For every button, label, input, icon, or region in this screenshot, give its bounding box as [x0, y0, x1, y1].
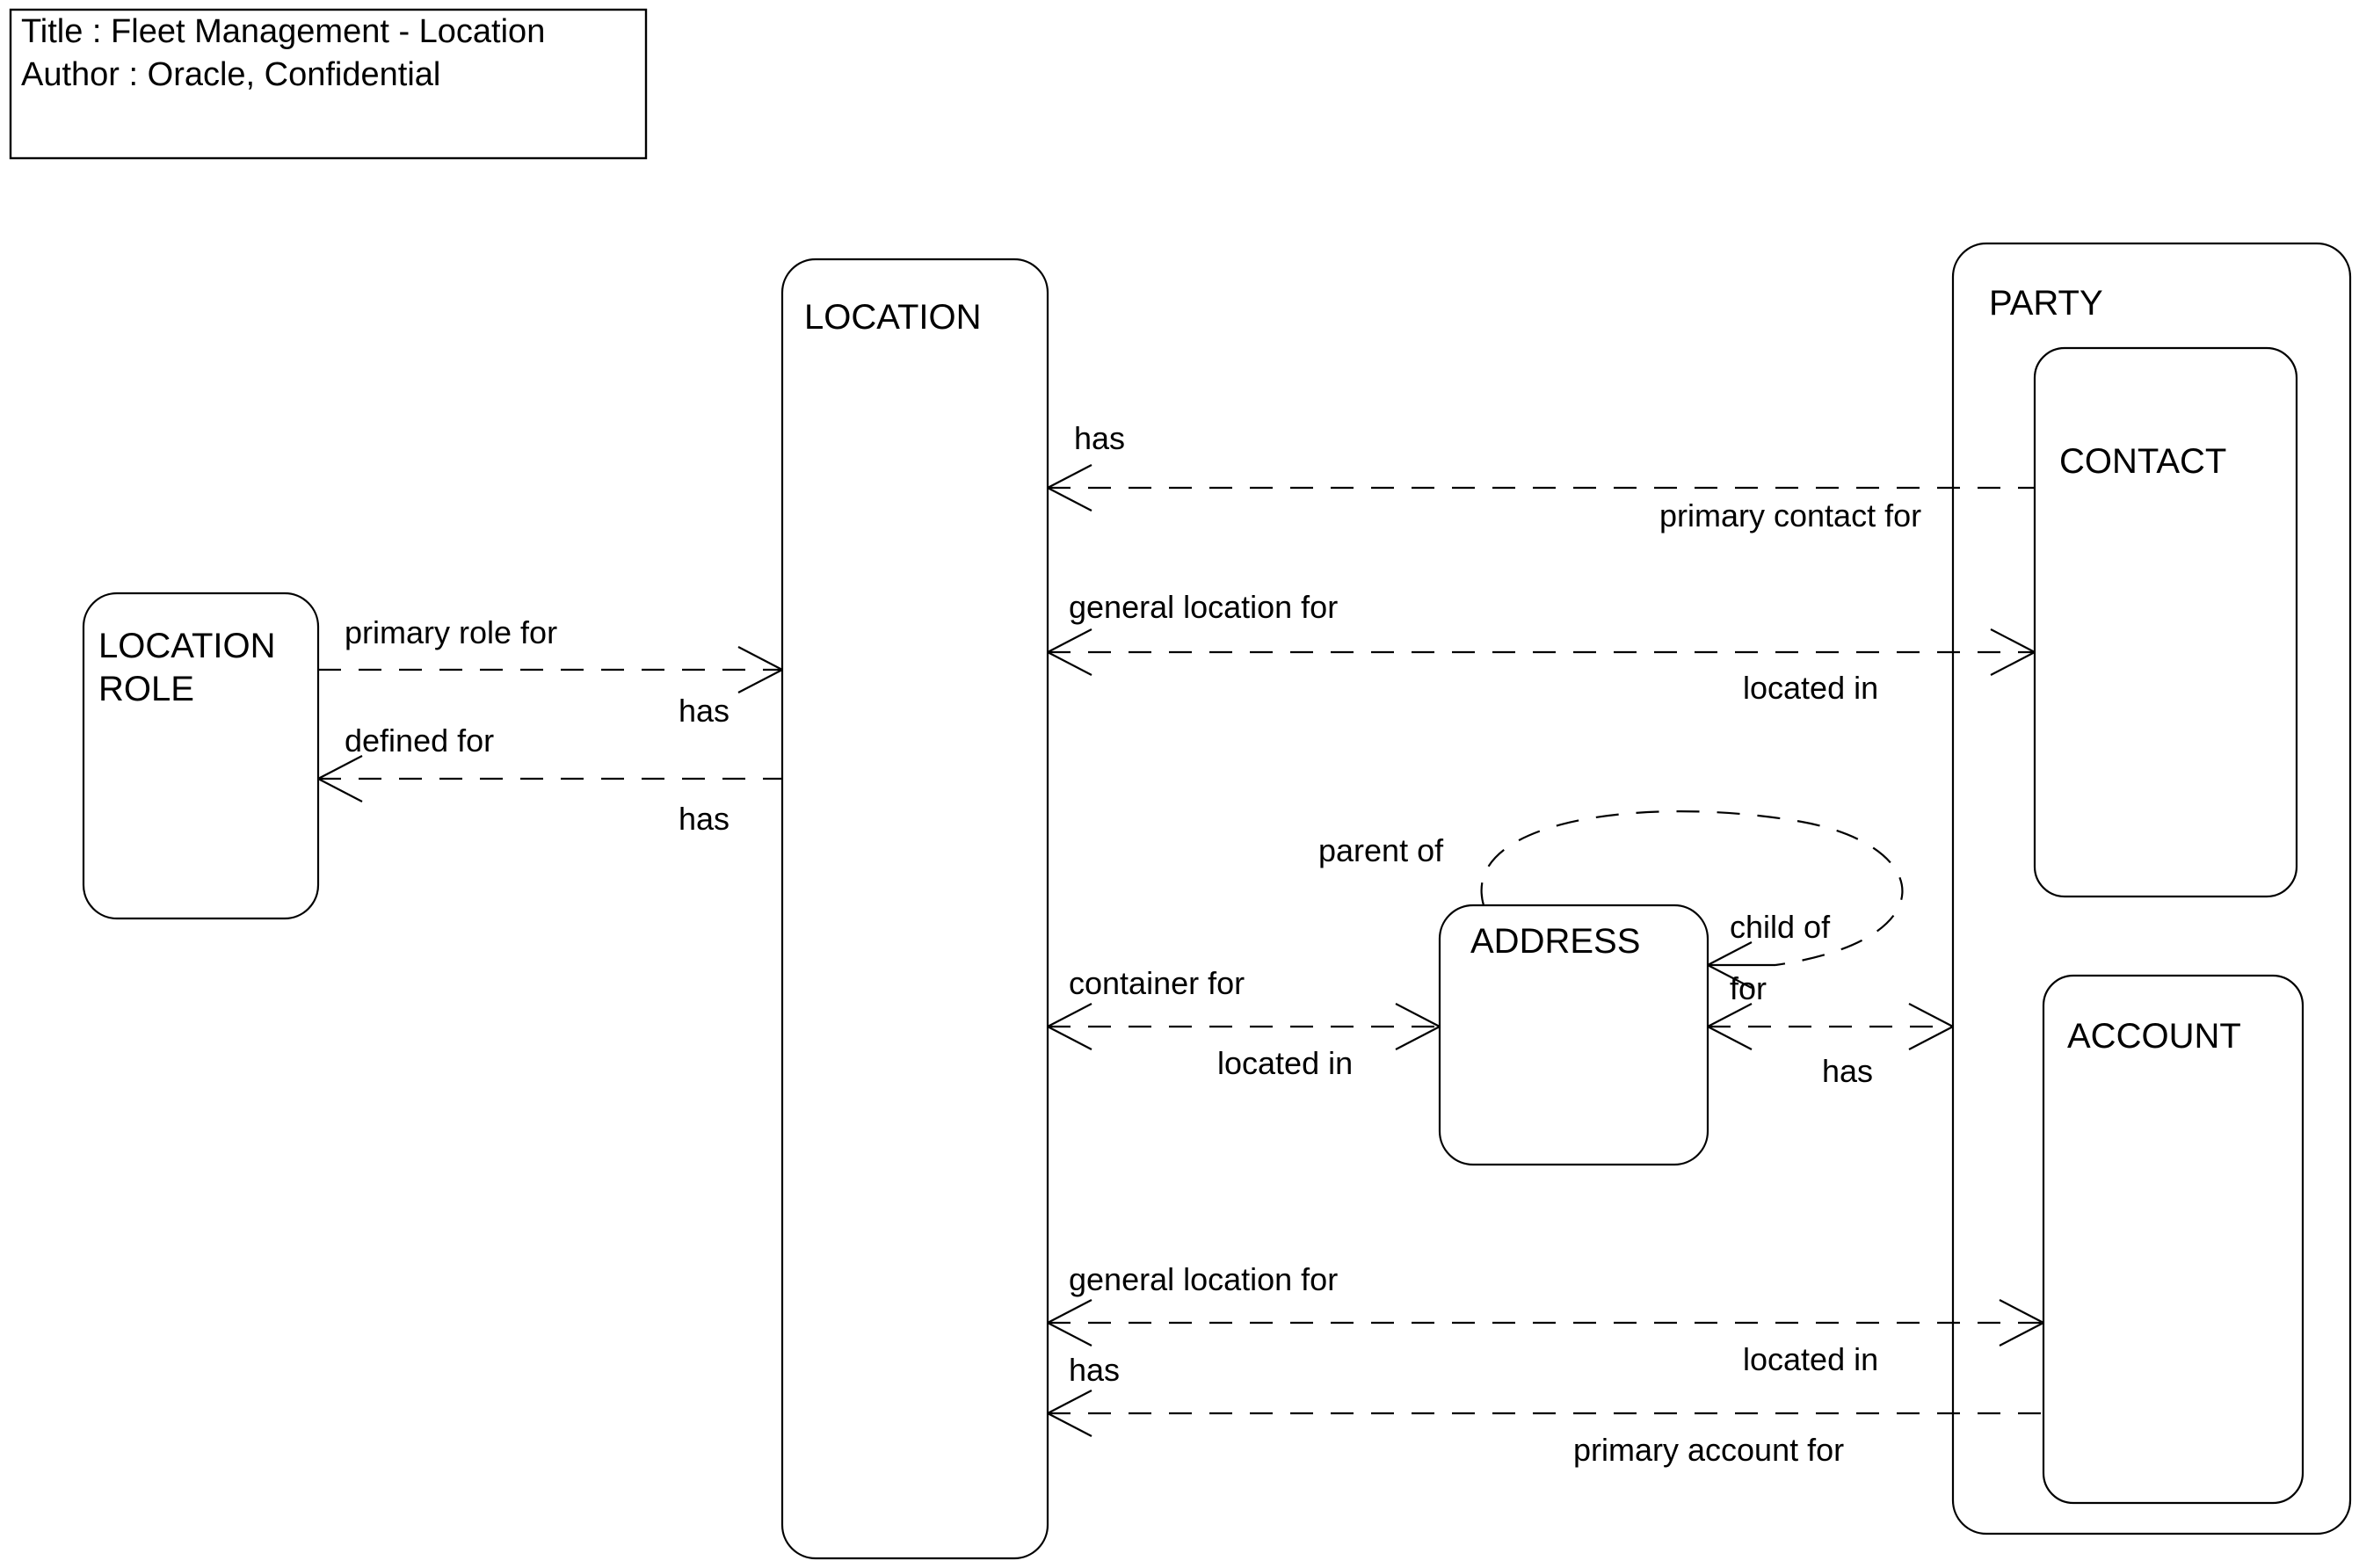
crowfoot-loc-account-general-at-location [1047, 1299, 1092, 1347]
relationship-address-recursive[interactable]: parent of child of [1318, 810, 1904, 989]
relationship-label-primary-account-for: primary account for [1573, 1432, 1844, 1468]
relationship-address-party[interactable]: for has [1707, 970, 1954, 1089]
entity-location-label: LOCATION [804, 298, 982, 337]
relationship-label-has-location-role-1: has [679, 693, 729, 729]
relationship-label-located-in-address: located in [1217, 1045, 1353, 1081]
relationship-label-has-contact: has [1074, 420, 1125, 456]
crowfoot-loc-role-primary-at-location [737, 646, 783, 693]
crowfoot-address-party-at-party [1908, 1003, 1954, 1050]
entity-location-role-box[interactable] [82, 592, 320, 920]
relationship-label-parent-of: parent of [1318, 832, 1444, 868]
entity-contact-box[interactable] [2033, 346, 2298, 898]
entity-party-label: PARTY [1989, 284, 2103, 323]
title-box: Title : Fleet Management - Location Auth… [9, 8, 648, 160]
entity-address-label: ADDRESS [1470, 922, 1640, 961]
crowfoot-address-recursive-child-of [1707, 941, 1775, 989]
crowfoot-loc-address-container-at-location [1047, 1003, 1092, 1050]
relationship-label-has-account: has [1069, 1352, 1120, 1388]
entity-account[interactable]: ACCOUNT [2042, 974, 2305, 1505]
crowfoot-loc-contact-primary-at-location [1047, 464, 1092, 512]
relationship-loc-role-primary[interactable]: primary role for has [318, 614, 783, 729]
relationship-label-located-in-account: located in [1743, 1341, 1878, 1377]
relationship-loc-contact-primary[interactable]: has primary contact for [1047, 420, 2035, 534]
crowfoot-loc-contact-general-at-location [1047, 628, 1092, 676]
entity-location-role[interactable]: LOCATION ROLE [82, 592, 320, 920]
entity-location-box[interactable] [780, 258, 1049, 1560]
relationship-label-has-location-role-2: has [679, 801, 729, 837]
title-box-author-line: Author : Oracle, Confidential [21, 56, 440, 93]
entity-location-role-label-line2: ROLE [98, 670, 194, 708]
crowfoot-loc-account-general-at-account [1999, 1299, 2044, 1347]
crowfoot-loc-contact-general-at-contact [1990, 628, 2036, 676]
entity-account-label: ACCOUNT [2067, 1017, 2241, 1056]
relationship-loc-account-general[interactable]: general location for located in [1047, 1261, 2044, 1377]
relationship-label-located-in-contact: located in [1743, 670, 1878, 706]
entity-location-role-label-line1: LOCATION [98, 627, 276, 665]
relationship-label-defined-for: defined for [345, 722, 494, 759]
entity-address-box[interactable] [1438, 904, 1709, 1166]
relationship-loc-address-container[interactable]: container for located in [1047, 965, 1441, 1081]
crowfoot-loc-account-primary-at-location [1047, 1390, 1092, 1437]
relationship-label-general-location-for-contact: general location for [1069, 589, 1338, 625]
relationship-label-has-party: has [1822, 1053, 1873, 1089]
entity-account-box[interactable] [2042, 974, 2305, 1505]
relationship-label-primary-role-for: primary role for [345, 614, 557, 650]
relationship-loc-role-defined[interactable]: defined for has [317, 722, 782, 837]
relationship-loc-contact-general[interactable]: general location for located in [1047, 589, 2036, 706]
relationship-label-general-location-for-account: general location for [1069, 1261, 1338, 1297]
entity-address[interactable]: ADDRESS [1438, 904, 1709, 1166]
title-box-title-line: Title : Fleet Management - Location [21, 13, 545, 50]
entity-contact[interactable]: CONTACT [2033, 346, 2298, 898]
title-box-border [9, 8, 648, 160]
crowfoot-loc-address-container-at-address [1395, 1003, 1441, 1050]
relationship-label-child-of: child of [1730, 909, 1831, 945]
relationship-label-container-for: container for [1069, 965, 1245, 1001]
entity-contact-label: CONTACT [2059, 442, 2226, 481]
relationship-label-for: for [1730, 970, 1767, 1006]
crowfoot-loc-role-defined-at-location-role [317, 755, 363, 802]
crowfoot-address-party-at-address [1707, 1003, 1753, 1050]
relationship-address-recursive-arc[interactable] [1480, 810, 1904, 967]
entity-location[interactable]: LOCATION [780, 258, 1049, 1560]
relationship-loc-account-primary[interactable]: has primary account for [1047, 1352, 2043, 1468]
relationship-label-primary-contact-for: primary contact for [1659, 497, 1921, 534]
